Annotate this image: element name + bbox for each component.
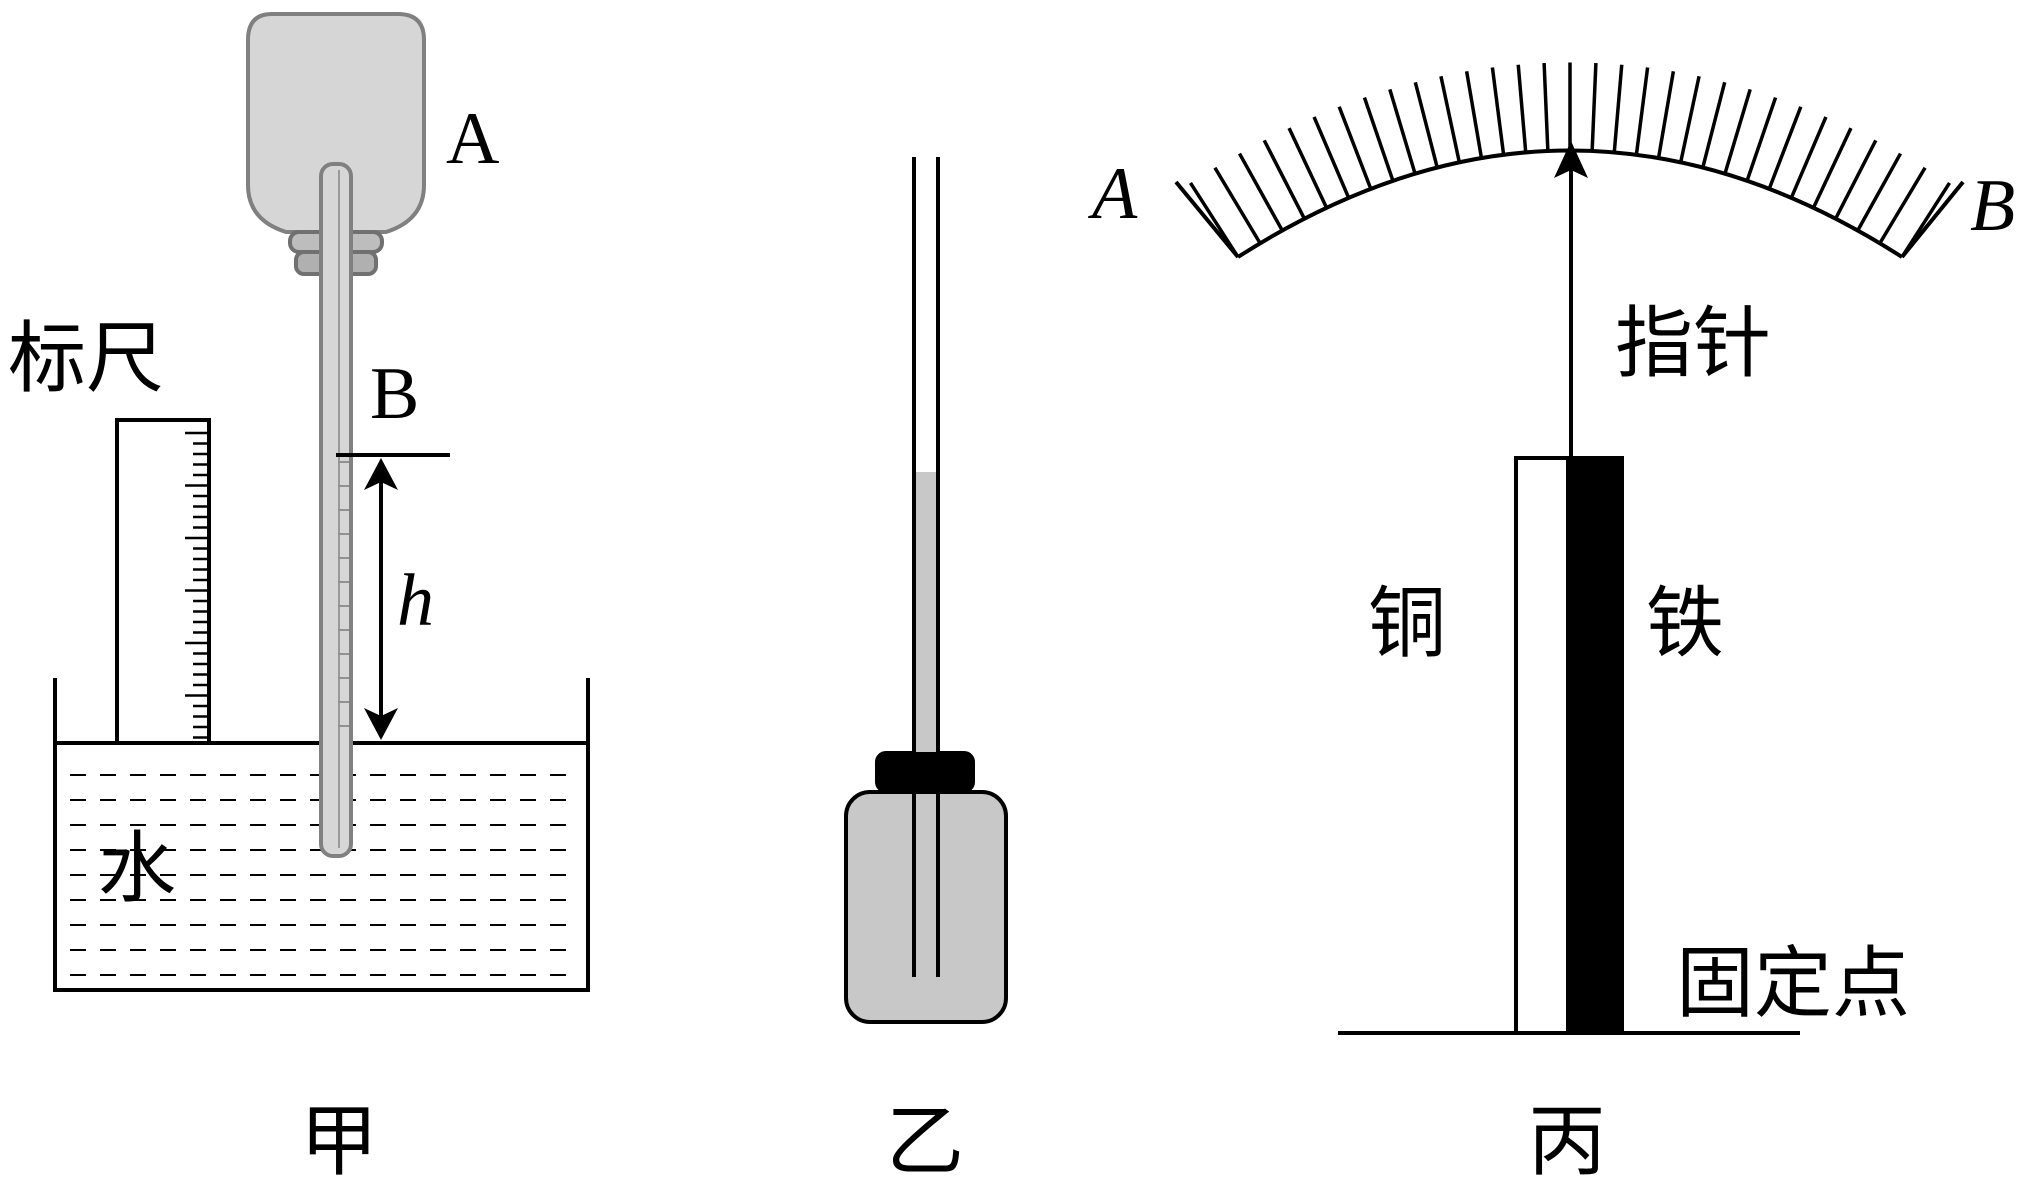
scale-tick <box>1262 139 1306 220</box>
scale-tick <box>1789 116 1828 199</box>
ruler-label: 标尺 <box>8 314 164 404</box>
height-arrow-head-bottom <box>364 708 398 740</box>
scale-tick <box>1337 106 1373 190</box>
scale-tick <box>1701 81 1727 168</box>
scale-tick <box>1590 62 1598 152</box>
scale-tick <box>1312 116 1351 199</box>
scale-tick <box>1516 64 1528 153</box>
figure-yi: 乙 <box>844 157 1008 1187</box>
yi-liquid-column <box>914 472 938 752</box>
yi-stopper <box>875 751 975 793</box>
water-container <box>53 678 590 992</box>
copper-label: 铜 <box>1368 579 1446 669</box>
level-b-label: B <box>370 353 419 435</box>
scale-tick <box>1878 166 1927 245</box>
scale-tick <box>1834 139 1878 220</box>
pointer-label: 指针 <box>1615 299 1771 389</box>
scale-tick <box>1612 64 1624 153</box>
scale-tick <box>1490 67 1506 155</box>
scale-tick <box>1542 62 1550 152</box>
scale-tick <box>1767 106 1803 190</box>
scale-tick <box>1464 71 1484 159</box>
scale-tick <box>1656 71 1676 159</box>
bottle-a-label: A <box>446 98 499 180</box>
scale-tick <box>1634 67 1650 155</box>
scale-tick <box>1745 96 1778 182</box>
scale-tick <box>1388 88 1417 175</box>
scale-right-end <box>1900 180 1965 259</box>
scale-tick <box>1213 166 1262 245</box>
caption-yi: 乙 <box>886 1097 964 1187</box>
scale-left-label: A <box>1087 153 1138 235</box>
pointer-arrow-head <box>1554 141 1588 178</box>
iron-strip <box>1566 456 1624 1035</box>
ruler-ticks <box>185 431 207 739</box>
tube-scale-ticks <box>338 461 349 727</box>
figure-jia: A B h 标尺 水 甲 <box>8 12 590 1187</box>
scale-tick <box>1439 75 1462 163</box>
glass-tube <box>319 162 353 858</box>
bottle-a <box>246 12 426 234</box>
copper-strip <box>1514 456 1570 1035</box>
scale-tick <box>1413 81 1439 168</box>
figure-bing: A B 指针 铜 铁 固定点 丙 <box>1087 62 2015 1187</box>
caption-jia: 甲 <box>300 1097 378 1187</box>
scale-tick <box>1678 75 1701 163</box>
scale-tick <box>1856 152 1903 232</box>
scale-left-end <box>1174 180 1240 259</box>
scale-tick <box>1287 127 1329 209</box>
iron-label: 铁 <box>1646 579 1724 669</box>
caption-bing: 丙 <box>1528 1097 1606 1187</box>
fixed-point-label: 固定点 <box>1676 939 1910 1029</box>
height-h-label: h <box>397 560 434 642</box>
scale-tick <box>1237 152 1284 232</box>
height-arrow-head-top <box>364 458 398 490</box>
scale-ticks <box>1189 62 1951 258</box>
yi-bottle-body <box>844 790 1008 1024</box>
scale-tick <box>1362 96 1395 182</box>
scale-tick <box>1811 127 1853 209</box>
water-label: 水 <box>98 824 176 914</box>
scale-right-label: B <box>1970 165 2015 247</box>
scale-tick <box>1723 88 1752 175</box>
